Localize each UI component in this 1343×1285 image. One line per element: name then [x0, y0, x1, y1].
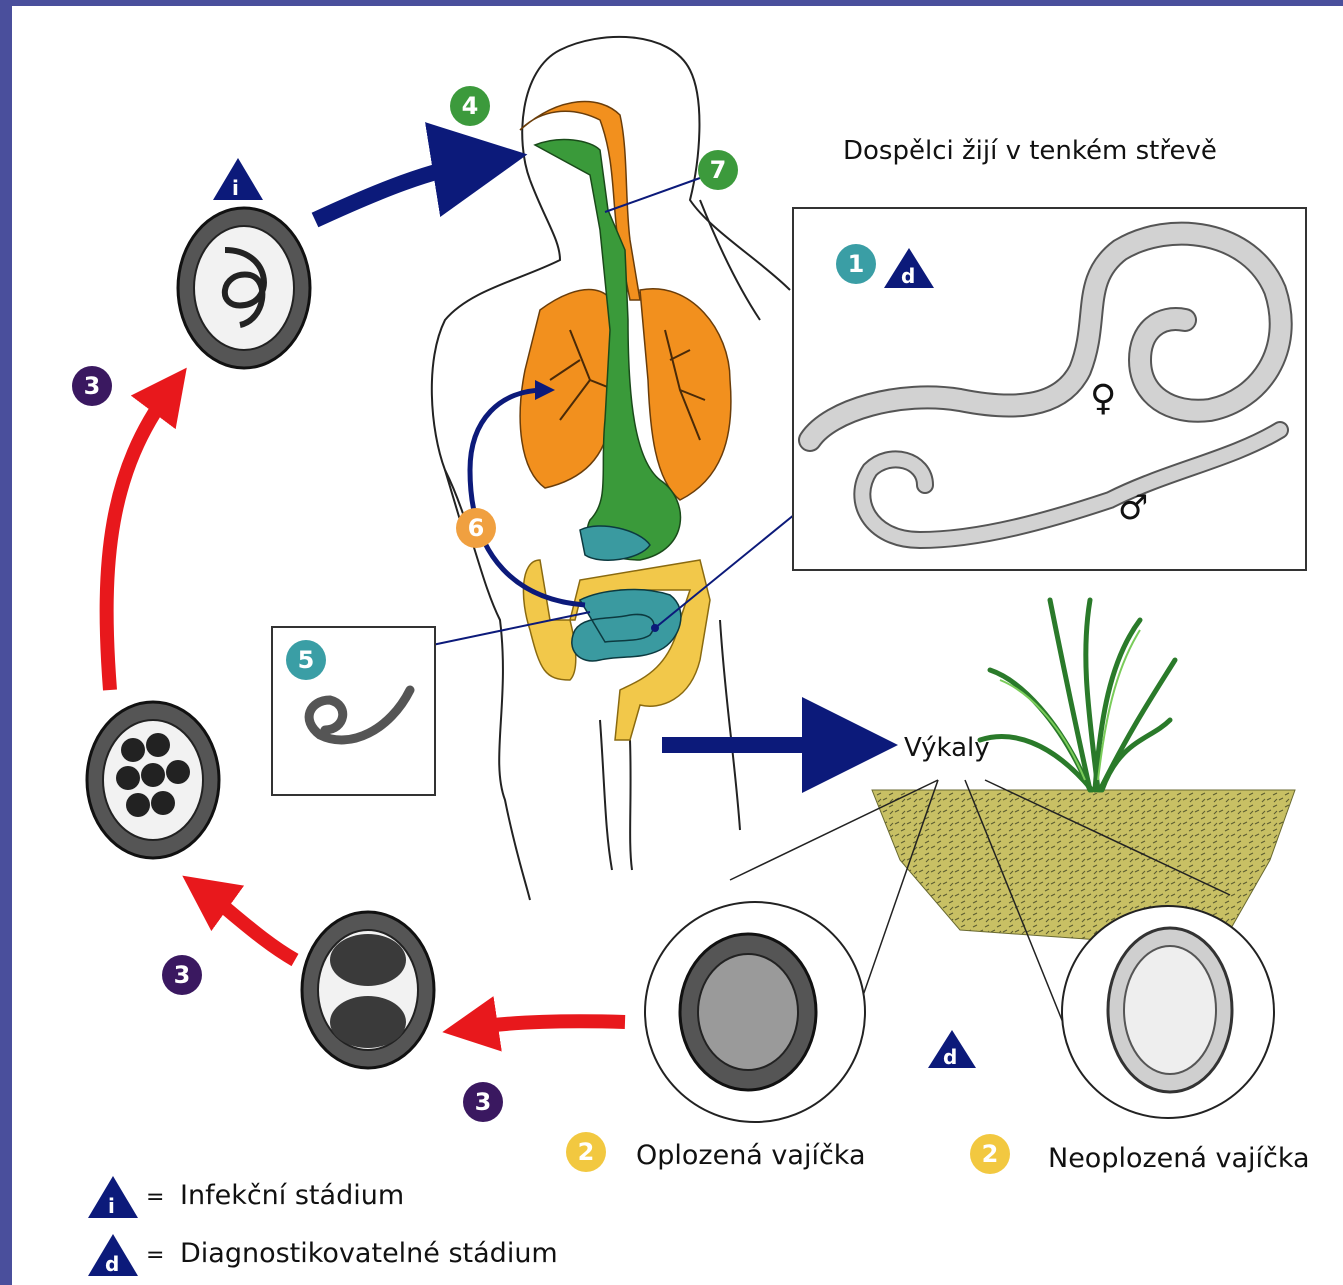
feces-label: Výkaly: [904, 733, 990, 763]
legend-equals-1: =: [146, 1185, 164, 1210]
red-arrow-bottom: [470, 1021, 625, 1028]
legend-diagnostic-label: Diagnostikovatelné stádium: [180, 1238, 558, 1269]
stage-badge-4: 4: [450, 86, 490, 126]
stage-badge-5: 5: [286, 640, 326, 680]
red-arrow-lower-left: [205, 892, 295, 960]
egg-two-cell: [302, 912, 434, 1068]
egg-embryonated: [178, 208, 310, 368]
stage-badge-2-fertilized: 2: [566, 1132, 606, 1172]
egg-fertilized: [680, 934, 816, 1090]
ingestion-arrow: [315, 162, 480, 220]
legend-infective-label: Infekční stádium: [180, 1180, 404, 1211]
stage-badge-3-lower: 3: [162, 955, 202, 995]
unfertilized-eggs-label: Neoplozená vajíčka: [1048, 1143, 1310, 1174]
male-symbol: ♂: [1118, 488, 1148, 528]
stage-badge-3-left: 3: [72, 366, 112, 406]
fertilized-eggs-label: Oplozená vajíčka: [636, 1140, 866, 1171]
red-arrow-left-up: [107, 390, 170, 690]
egg-unfertilized: [1108, 928, 1232, 1092]
stage-badge-2-unfertilized: 2: [970, 1134, 1010, 1174]
diagnostic-marker-eggs-label: d: [943, 1045, 957, 1069]
stage-badge-1: 1: [836, 244, 876, 284]
leader-dot-1: [651, 624, 659, 632]
infective-marker-label: i: [232, 176, 239, 200]
stage-badge-6: 6: [456, 508, 496, 548]
small-intestine: [572, 590, 681, 661]
soil: [872, 790, 1295, 940]
legend-infective-icon-label: i: [108, 1194, 115, 1218]
stage-badge-3-bottom: 3: [463, 1082, 503, 1122]
adults-caption: Dospělci žijí v tenkém střevě: [843, 136, 1217, 166]
female-symbol: ♀: [1090, 378, 1116, 419]
stage-badge-7: 7: [698, 150, 738, 190]
legend-equals-2: =: [146, 1243, 164, 1268]
egg-multicell: [87, 702, 219, 858]
legend-diagnostic-icon-label: d: [105, 1252, 119, 1276]
diagnostic-marker-adults-label: d: [901, 264, 915, 288]
